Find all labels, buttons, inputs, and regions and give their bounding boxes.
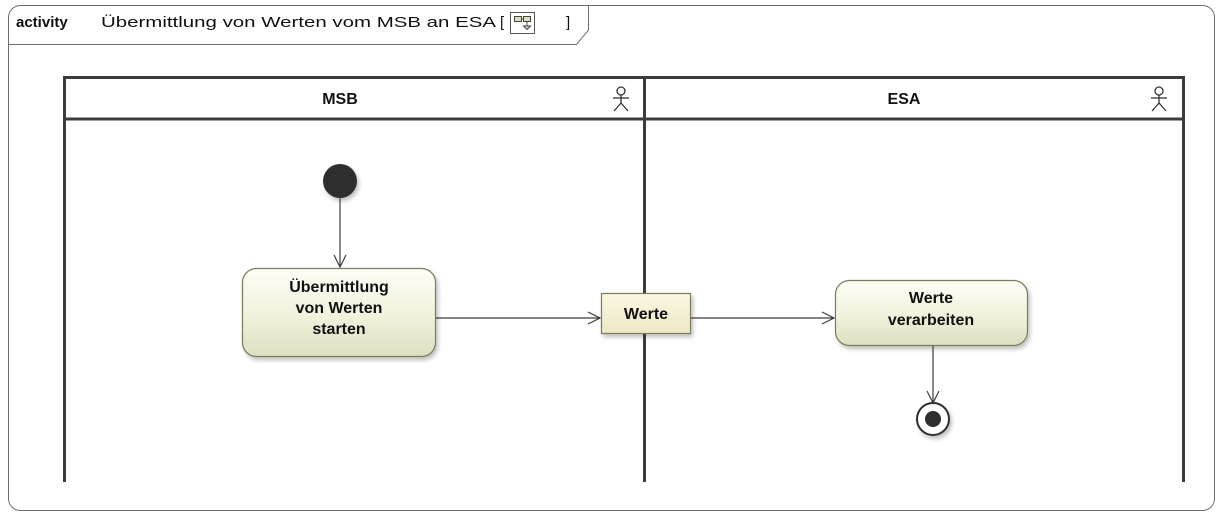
actor-icon [1151, 86, 1167, 112]
initial-node [323, 164, 357, 198]
lane-esa: ESA [888, 86, 1167, 112]
object-flow-out [436, 311, 602, 325]
swimlanes [63, 76, 1185, 482]
frame-bracket-open: [ [500, 14, 505, 31]
diagram-frame [8, 5, 1215, 511]
actor-icon [613, 86, 629, 112]
lane-esa-title: ESA [888, 91, 921, 108]
action-start-transfer-line2: von Werten [296, 300, 383, 317]
action-process-values-line2: verarbeiten [888, 312, 974, 329]
control-flow-start [333, 198, 347, 269]
frame-title-tab [8, 5, 589, 45]
object-node-werte: Werte [600, 292, 692, 335]
activity-final-node [916, 402, 950, 436]
lane-msb-title: MSB [322, 91, 358, 108]
lane-msb: MSB [322, 86, 629, 112]
frame-title: Übermittlung von Werten vom MSB an ESA [101, 13, 496, 31]
activity-diagram-icon [510, 12, 535, 34]
action-start-transfer-line3: starten [312, 321, 365, 338]
action-start-transfer: Übermittlung von Werten starten [241, 267, 437, 358]
action-process-values: Werte verarbeiten [834, 279, 1029, 347]
frame-keyword: activity [16, 14, 68, 31]
frame-bracket-close: ] [566, 14, 570, 31]
action-process-values-line1: Werte [909, 290, 953, 307]
action-start-transfer-line1: Übermittlung [289, 277, 389, 296]
object-node-label: Werte [624, 306, 668, 323]
object-flow-in [691, 311, 836, 325]
